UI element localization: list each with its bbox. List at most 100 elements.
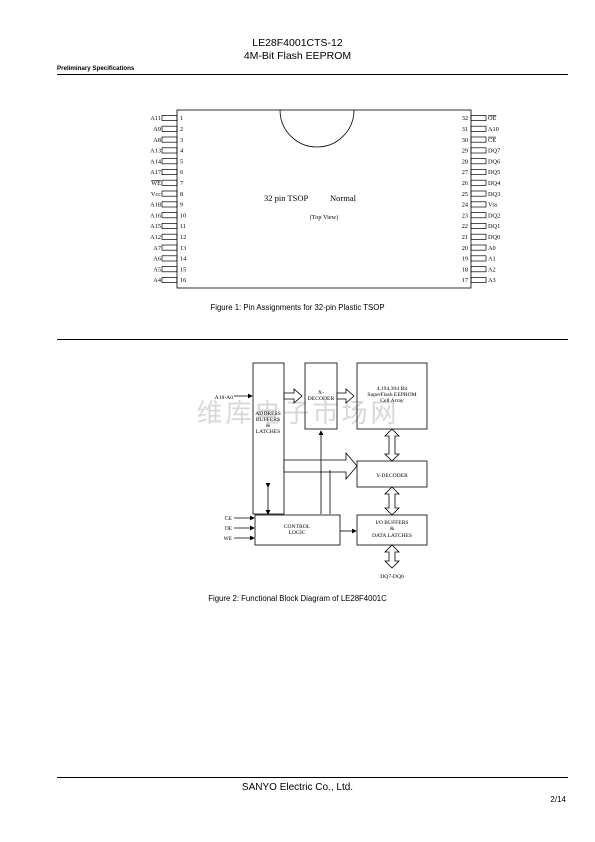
- address-label-2: BUFFERS: [256, 417, 280, 423]
- page-number: 2/14: [550, 795, 566, 804]
- address-label-3: &: [266, 423, 271, 429]
- array-label-3: Cell Array: [380, 398, 404, 404]
- right-pin-name: DQ0: [488, 234, 500, 241]
- right-pin-number: 26: [462, 180, 468, 187]
- we-input-label: WE: [224, 536, 233, 542]
- io-label-1: I/O BUFFERS: [375, 520, 408, 526]
- watermark-text: 维库电子市场网: [196, 399, 399, 428]
- right-pin-number: 31: [462, 126, 468, 133]
- right-pin-number: 32: [462, 115, 468, 122]
- array-label-2: SuperFlash EEPROM: [367, 392, 416, 398]
- figure1-caption: Figure 1: Pin Assignments for 32-pin Pla…: [210, 303, 385, 312]
- right-pin-name: CE: [488, 137, 496, 144]
- io-label-2: &: [390, 526, 395, 532]
- package-notch: [279, 109, 355, 148]
- left-pin-number: 3: [180, 137, 183, 144]
- document-subtitle: 4M-Bit Flash EEPROM: [243, 50, 352, 62]
- left-pin-number: 2: [180, 126, 183, 133]
- preliminary-label: Preliminary Specifications: [57, 65, 135, 72]
- left-pin-name: A18: [150, 202, 161, 209]
- array-label-1: 4,194,304 Bit: [377, 386, 408, 392]
- left-pin-name: A11: [150, 115, 161, 122]
- left-pin-number: 7: [180, 180, 183, 187]
- right-pin-number: 19: [462, 256, 468, 263]
- right-pin-name: A1: [488, 256, 496, 263]
- left-pin-name: A12: [150, 234, 161, 241]
- left-pin-number: 16: [180, 277, 186, 284]
- io-label-3: DATA LATCHES: [372, 533, 412, 539]
- right-pin-name: DQ7: [488, 148, 500, 155]
- left-pin-number: 6: [180, 169, 183, 176]
- left-pin-number: 4: [180, 148, 184, 155]
- xdec-to-array-arrow: [336, 388, 355, 404]
- left-pin-name: A13: [150, 148, 161, 155]
- left-pin-name: A17: [150, 169, 161, 176]
- ydecoder-label: Y-DECODER: [376, 473, 408, 479]
- left-pin-name: A8: [153, 137, 161, 144]
- right-pin-number: 28: [462, 158, 468, 165]
- left-pin-number: 15: [180, 266, 186, 273]
- oe-input-label: OE: [225, 526, 233, 532]
- right-pin-name: A0: [488, 245, 496, 252]
- address-label-1: ADDRESS: [255, 411, 281, 417]
- section-rule: [57, 339, 568, 340]
- right-pin-name: A3: [488, 277, 496, 284]
- right-pin-number: 17: [462, 277, 468, 284]
- left-pin-name: WE: [151, 180, 161, 187]
- left-pin-name: A14: [150, 158, 162, 165]
- xdecoder-label-1: X-: [318, 390, 324, 396]
- left-pin-number: 11: [180, 223, 186, 230]
- left-pin-name: A15: [150, 223, 161, 230]
- right-pin-name: DQ5: [488, 169, 500, 176]
- right-pin-name: OE: [488, 115, 497, 122]
- document-title: LE28F4001CTS-12: [252, 37, 343, 49]
- left-pin-number: 14: [180, 256, 187, 263]
- ydec-io-arrow: [384, 486, 400, 516]
- footer-rule: [57, 777, 568, 778]
- left-pin-number: 13: [180, 245, 186, 252]
- left-pin-number: 10: [180, 212, 186, 219]
- mode-label: Normal: [330, 193, 357, 203]
- left-pin-name: A5: [153, 266, 161, 273]
- right-pin-name: A2: [488, 266, 496, 273]
- view-label: (Top View): [310, 214, 339, 221]
- right-pin-name: DQ2: [488, 212, 500, 219]
- right-pin-number: 22: [462, 223, 468, 230]
- right-pin-number: 24: [462, 202, 469, 209]
- right-pin-name: DQ3: [488, 191, 500, 198]
- addr-to-ydec-arrow: [283, 451, 358, 481]
- left-pin-name: A6: [153, 256, 161, 263]
- addr-to-xdec-arrow: [283, 388, 303, 404]
- right-pin-name: DQ6: [488, 158, 500, 165]
- left-pin-name: A7: [153, 245, 161, 252]
- right-pin-number: 18: [462, 266, 468, 273]
- left-pin-name: A16: [150, 212, 161, 219]
- right-pin-number: 29: [462, 148, 468, 155]
- footer-company: SANYO Electric Co., Ltd.: [241, 782, 354, 793]
- left-pin-name: Vcc: [151, 191, 161, 198]
- data-io-label: DQ7-DQ0: [380, 574, 404, 580]
- io-data-arrow: [384, 544, 400, 569]
- address-label-4: LATCHES: [256, 429, 281, 435]
- left-pin-number: 9: [180, 202, 183, 209]
- array-ydec-arrow: [384, 428, 400, 462]
- right-pin-number: 23: [462, 212, 468, 219]
- header-rule: [57, 74, 568, 75]
- left-pin-number: 5: [180, 158, 183, 165]
- control-label-1: CONTROL: [284, 524, 311, 530]
- left-pin-number: 1: [180, 115, 183, 122]
- left-pin-name: A4: [153, 277, 162, 284]
- right-pin-number: 21: [462, 234, 468, 241]
- xdecoder-label-2: DECODER: [308, 396, 335, 402]
- right-pin-name: A10: [488, 126, 499, 133]
- right-pin-number: 30: [462, 137, 468, 144]
- figure2-caption: Figure 2: Functional Block Diagram of LE…: [208, 594, 387, 603]
- left-pin-name: A9: [153, 126, 161, 133]
- addr-input-label: A18-A0: [215, 395, 234, 401]
- left-pin-number: 8: [180, 191, 183, 198]
- control-label-2: LOGIC: [288, 530, 305, 536]
